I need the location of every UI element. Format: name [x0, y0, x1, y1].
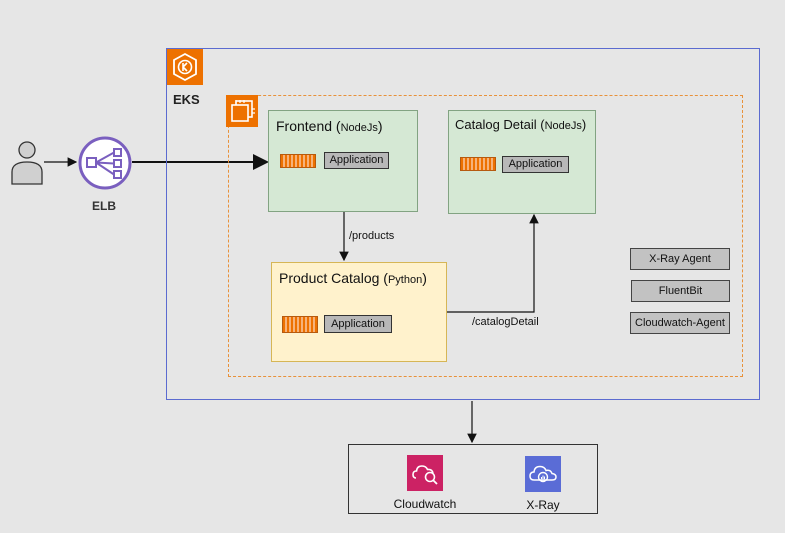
catalog-detail-service[interactable]: Catalog Detail (NodeJs) Application: [448, 110, 596, 214]
kubernetes-icon: [167, 49, 203, 85]
user-icon: [11, 141, 43, 185]
frontend-application[interactable]: Application: [324, 152, 389, 169]
container-icon: [282, 316, 318, 333]
node-group-boundary: [228, 95, 743, 377]
catalog-detail-application[interactable]: Application: [502, 156, 569, 173]
xray-icon[interactable]: [525, 456, 561, 492]
product-catalog-service[interactable]: Product Catalog (Python) Application: [271, 262, 447, 362]
elb-label: ELB: [92, 199, 116, 213]
container-icon: [280, 154, 316, 168]
cloudwatch-icon[interactable]: [407, 455, 443, 491]
fluentbit-agent[interactable]: FluentBit: [631, 280, 730, 302]
product-to-detail-arrow: [447, 213, 539, 313]
cloudwatch-label: Cloudwatch: [393, 497, 457, 511]
catalog-detail-title: Catalog Detail (NodeJs): [455, 117, 587, 132]
container-icon: [460, 157, 496, 171]
eks-cluster-boundary: [166, 48, 760, 400]
cloudwatch-agent[interactable]: Cloudwatch-Agent: [630, 312, 730, 334]
xray-label: X-Ray: [526, 498, 560, 512]
products-route-label: /products: [348, 230, 396, 242]
product-catalog-application[interactable]: Application: [324, 315, 392, 333]
load-balancer-icon[interactable]: [78, 136, 132, 190]
frontend-service[interactable]: Frontend (NodeJs) Application: [268, 110, 418, 212]
eks-label: EKS: [173, 92, 200, 107]
catalog-detail-route-label: /catalogDetail: [471, 316, 540, 328]
ec2-instance-icon: [226, 95, 258, 127]
product-catalog-title: Product Catalog (Python): [279, 270, 427, 286]
frontend-title: Frontend (NodeJs): [276, 118, 383, 134]
xray-agent[interactable]: X-Ray Agent: [630, 248, 730, 270]
